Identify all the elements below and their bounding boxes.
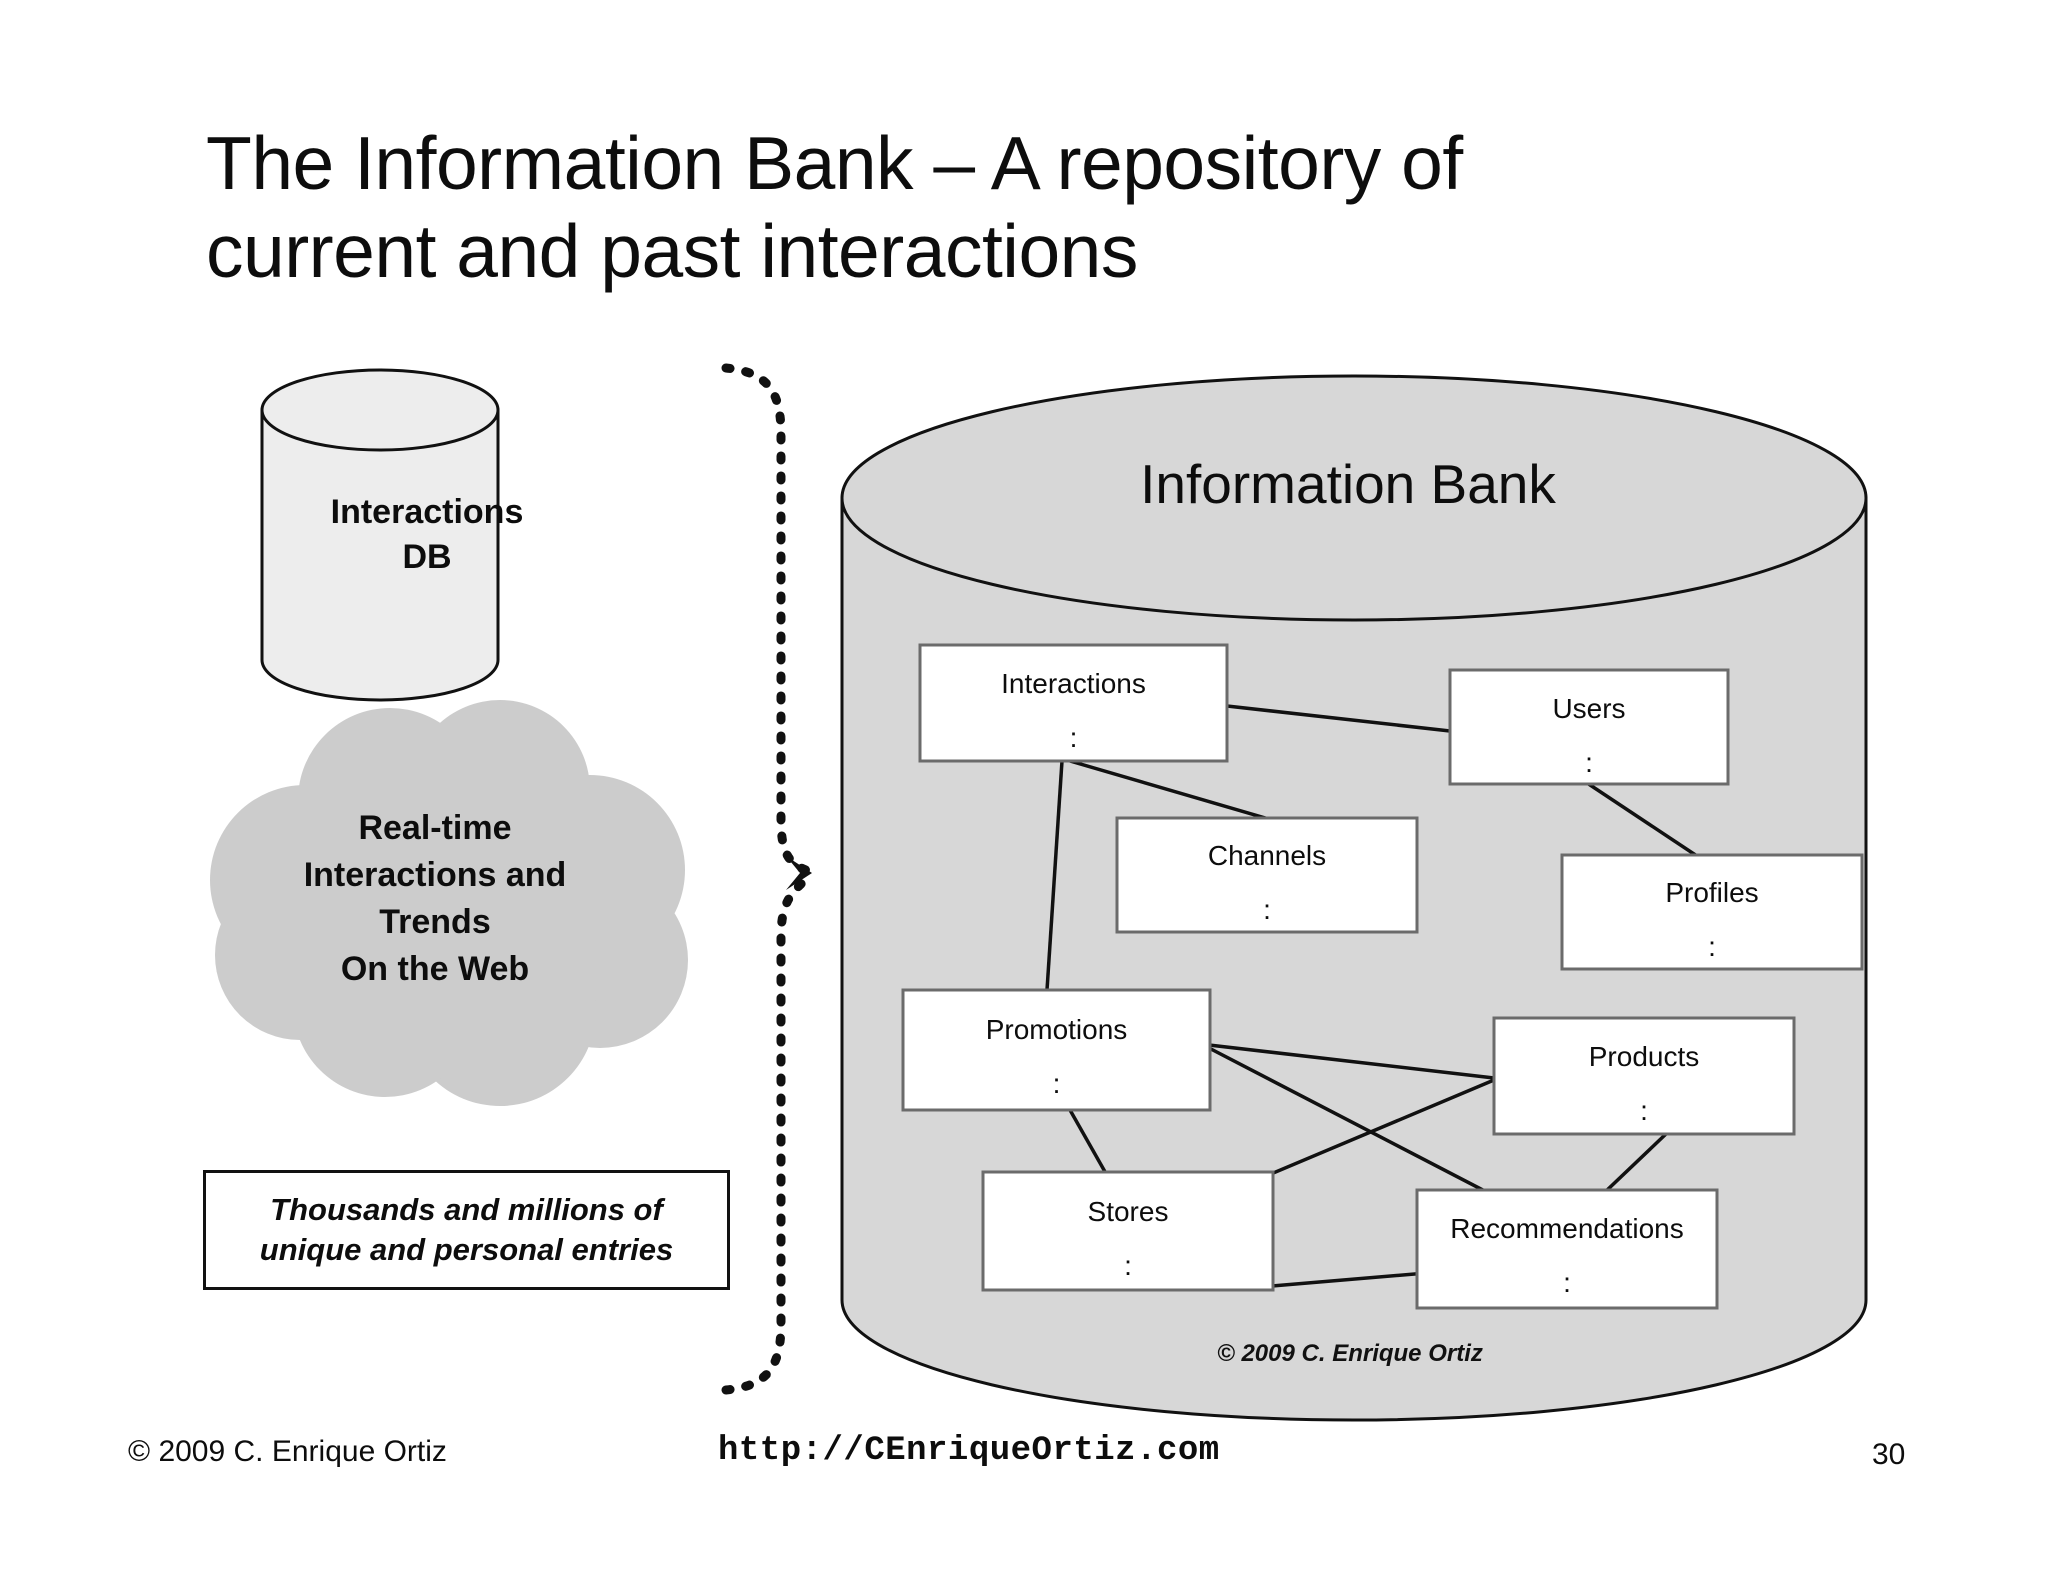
callout-box-text: Thousands and millions of unique and per… (260, 1190, 673, 1271)
callout-line-2: unique and personal entries (259, 1232, 674, 1267)
footer-url[interactable]: http://CEnriqueOrtiz.com (718, 1432, 1220, 1470)
cloud-label: Real-time Interactions and Trends On the… (210, 805, 660, 993)
interactions-db-label: Interactions DB (262, 490, 592, 580)
brace-arrow-tip (786, 856, 812, 890)
db-label-line-2: DB (402, 537, 452, 576)
interactions-db-cylinder-icon (260, 368, 500, 702)
page-title: The Information Bank – A repository of c… (206, 120, 1906, 296)
entity-box-products (1492, 1016, 1796, 1136)
cloud-label-line-3: Trends (379, 902, 491, 941)
information-bank-heading: Information Bank (1140, 453, 1556, 515)
title-line-2: current and past interactions (206, 208, 1138, 293)
cloud-label-line-4: On the Web (340, 949, 530, 988)
entity-box-stores (981, 1170, 1275, 1292)
entity-box-interactions (918, 643, 1229, 763)
entity-box-promotions (901, 988, 1212, 1112)
title-line-1: The Information Bank – A repository of (206, 121, 1463, 205)
entity-box-recommendations (1415, 1188, 1719, 1310)
footer-copyright: © 2009 C. Enrique Ortiz (128, 1435, 447, 1468)
entity-box-profiles (1560, 853, 1864, 971)
cloud-label-line-1: Real-time (358, 809, 512, 847)
footer-page-number: 30 (1872, 1438, 1906, 1471)
callout-box: Thousands and millions of unique and per… (203, 1170, 730, 1290)
callout-line-1: Thousands and millions of (270, 1191, 663, 1227)
entity-box-users (1448, 668, 1730, 786)
entity-relationship-lines (1045, 704, 1701, 1288)
entity-boxes (901, 643, 1864, 1310)
cloud-label-line-2: Interactions and (303, 855, 567, 894)
realtime-cloud-icon (210, 700, 688, 1106)
db-label-line-1: Interactions (330, 493, 524, 531)
inner-copyright-note: © 2009 C. Enrique Ortiz (1217, 1340, 1483, 1367)
entity-box-channels (1115, 816, 1419, 934)
